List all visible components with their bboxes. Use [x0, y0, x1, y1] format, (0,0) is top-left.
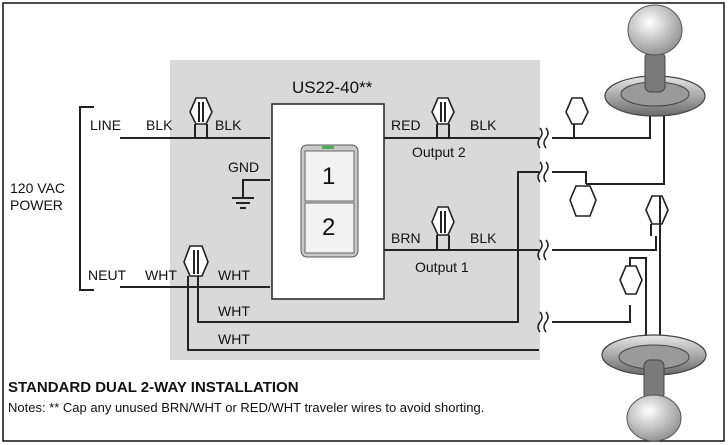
wht-a-label: WHT — [218, 303, 250, 319]
wire-nut-fixture2-hot — [645, 195, 669, 236]
out1-brn: BRN — [391, 230, 421, 246]
fixture2-leads — [629, 196, 661, 340]
wire-nut-fixture1-neutral — [569, 185, 597, 217]
neut-label: NEUT — [88, 267, 127, 283]
installation-notes: Notes: ** Cap any unused BRN/WHT or RED/… — [8, 400, 484, 415]
fixture1-neutral-wire — [552, 171, 587, 184]
power-bracket — [79, 106, 94, 291]
fixture2-hot-wire — [552, 236, 657, 251]
out1-blk: BLK — [470, 230, 497, 246]
button-2-label: 2 — [322, 214, 335, 241]
wht-wire-a — [197, 171, 539, 323]
ground-icon — [232, 179, 270, 209]
wire-nut-output1 — [431, 206, 455, 250]
wire-nut-fixture1-hot — [565, 97, 589, 138]
wht-b-label: WHT — [218, 331, 250, 347]
led-indicator — [322, 146, 334, 149]
dimmer-switch: 1 2 — [271, 103, 385, 300]
wht-wire-b — [187, 276, 539, 351]
button-1-label: 1 — [322, 163, 335, 190]
installation-heading: STANDARD DUAL 2-WAY INSTALLATION — [8, 379, 299, 396]
wire-nut-neutral — [183, 245, 209, 277]
out2-red: RED — [391, 117, 421, 133]
line-blk-right: BLK — [215, 117, 242, 133]
out1-label: Output 1 — [415, 259, 469, 275]
light-fixture-1-icon — [604, 4, 706, 117]
light-fixture-2-icon — [601, 334, 707, 442]
neut-wht-right: WHT — [218, 267, 250, 283]
wire-nut-fixture2-neutral — [619, 265, 643, 295]
button-2[interactable] — [304, 202, 355, 254]
model-title: US22-40** — [292, 78, 373, 97]
wire-break-marks — [537, 127, 549, 333]
line-blk-left: BLK — [146, 117, 173, 133]
wire-nut-line — [189, 97, 213, 138]
wire-nut-output2 — [431, 97, 455, 138]
gnd-label: GND — [228, 159, 259, 175]
power-label-line1: 120 VAC — [10, 180, 65, 196]
out2-label: Output 2 — [412, 144, 466, 160]
button-1[interactable] — [304, 150, 355, 202]
line-label: LINE — [90, 117, 121, 133]
out2-blk: BLK — [470, 117, 497, 133]
fixture2-neutral-wire — [552, 305, 631, 323]
power-label-line2: POWER — [10, 197, 63, 213]
neut-wht-left: WHT — [145, 267, 177, 283]
fixture1-leads — [586, 110, 665, 185]
